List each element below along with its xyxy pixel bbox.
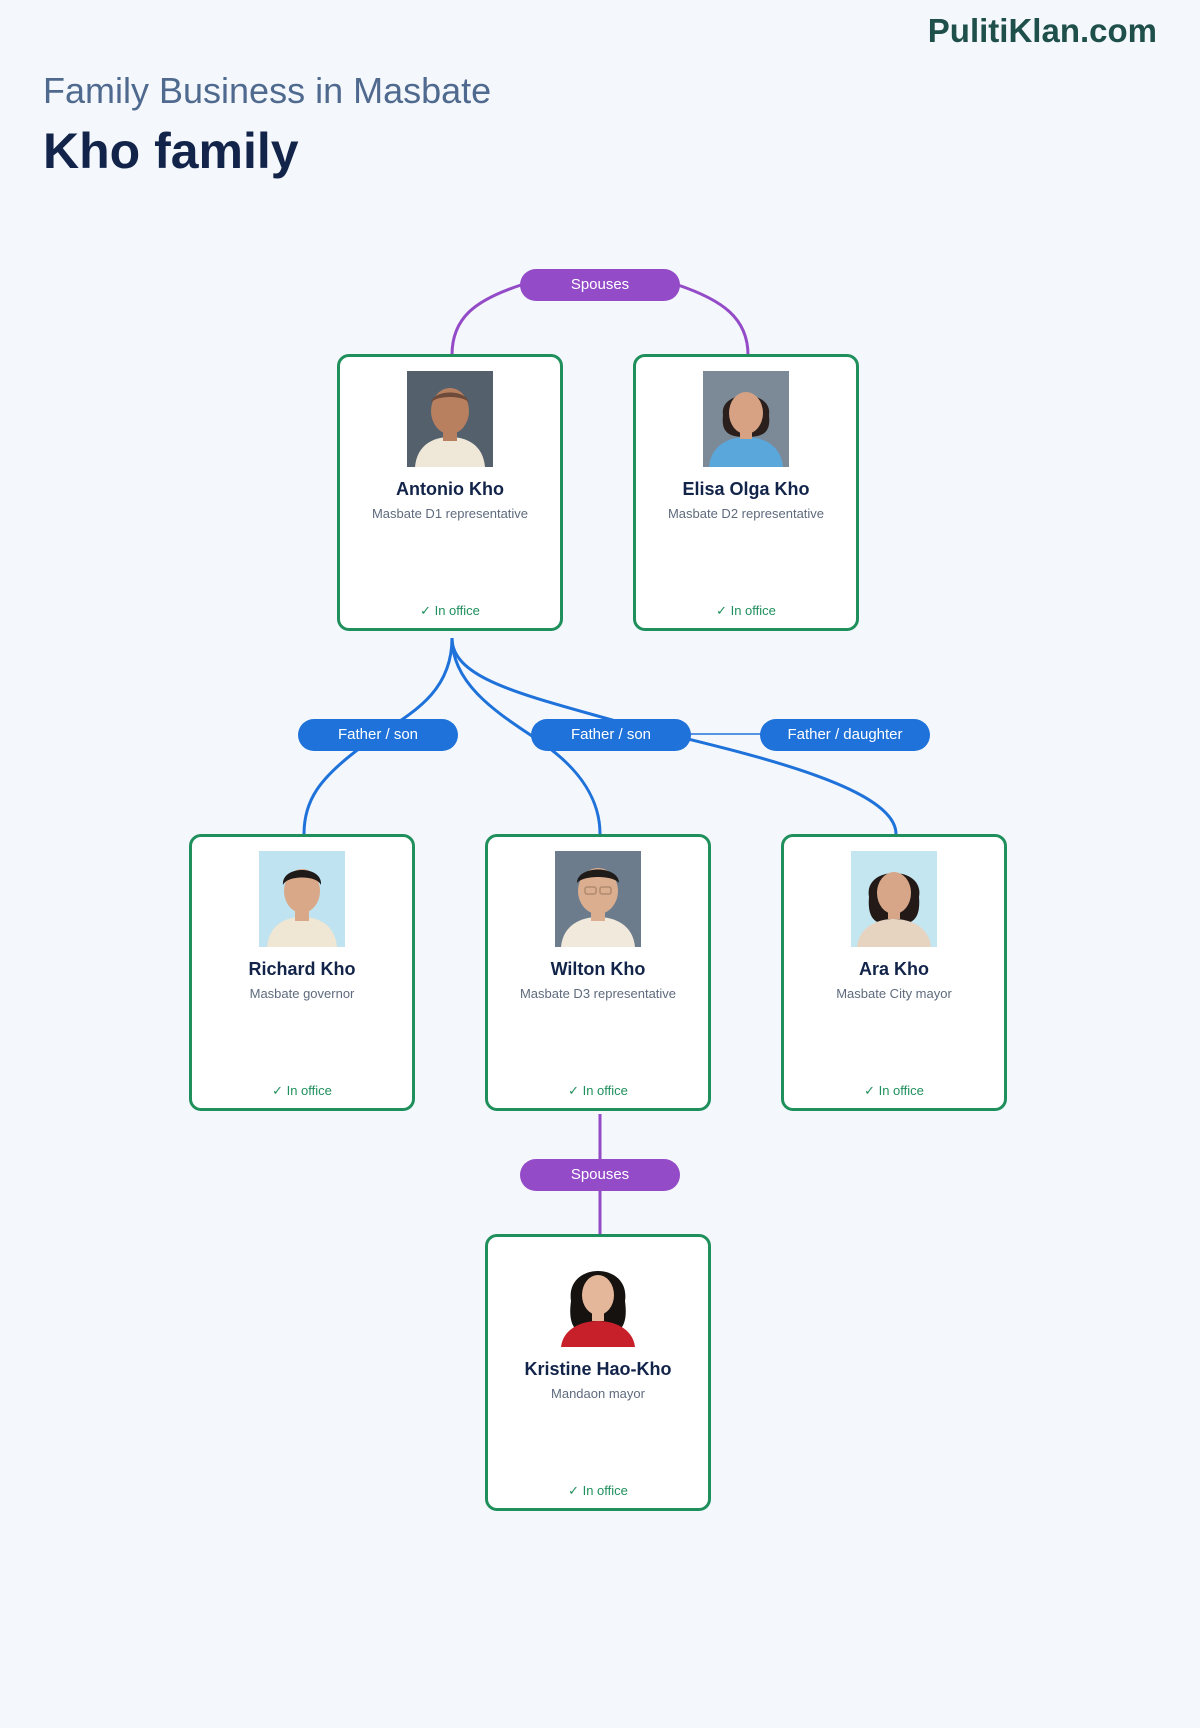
- person-role: Masbate D3 representative: [519, 986, 677, 1001]
- relation-label-father-son-richard: Father / son: [298, 719, 458, 751]
- person-card-kristine-hao-kho[interactable]: Kristine Hao-Kho Mandaon mayor ✓ In offi…: [485, 1234, 711, 1511]
- person-role: Masbate D1 representative: [371, 506, 529, 521]
- relation-label-spouses-bottom: Spouses: [520, 1159, 680, 1191]
- status-badge: ✓ In office: [272, 1083, 332, 1098]
- page-subtitle: Family Business in Masbate: [43, 70, 492, 111]
- status-badge: ✓ In office: [716, 603, 776, 618]
- relation-label-father-son-wilton: Father / son: [531, 719, 691, 751]
- person-role: Masbate D2 representative: [667, 506, 825, 521]
- person-role: Masbate governor: [249, 986, 355, 1001]
- status-badge: ✓ In office: [864, 1083, 924, 1098]
- person-name: Kristine Hao-Kho: [524, 1359, 672, 1379]
- person-name: Richard Kho: [248, 959, 356, 979]
- page-title: Kho family: [43, 123, 299, 179]
- person-card-antonio-kho[interactable]: Antonio Kho Masbate D1 representative ✓ …: [337, 354, 563, 631]
- spouse-connector-top-right: [677, 283, 750, 356]
- status-badge: ✓ In office: [568, 1083, 628, 1098]
- portrait-photo: [555, 851, 641, 947]
- brand-logo[interactable]: PulitiKlan.com: [927, 12, 1157, 49]
- relation-label-father-daughter-ara: Father / daughter: [760, 719, 930, 751]
- relation-label-spouses-top: Spouses: [520, 269, 680, 301]
- portrait-photo: [703, 371, 789, 467]
- person-role: Masbate City mayor: [836, 986, 952, 1001]
- person-role: Mandaon mayor: [551, 1386, 645, 1401]
- person-name: Ara Kho: [858, 959, 929, 979]
- portrait-photo: [555, 1251, 641, 1347]
- person-name: Wilton Kho: [550, 959, 646, 979]
- portrait-photo: [407, 371, 493, 467]
- person-card-wilton-kho[interactable]: Wilton Kho Masbate D3 representative ✓ I…: [485, 834, 711, 1111]
- person-card-richard-kho[interactable]: Richard Kho Masbate governor ✓ In office: [189, 834, 415, 1111]
- status-badge: ✓ In office: [568, 1483, 628, 1498]
- person-name: Antonio Kho: [396, 479, 504, 499]
- person-card-ara-kho[interactable]: Ara Kho Masbate City mayor ✓ In office: [781, 834, 1007, 1111]
- portrait-photo: [259, 851, 345, 947]
- person-card-elisa-olga-kho[interactable]: Elisa Olga Kho Masbate D2 representative…: [633, 354, 859, 631]
- portrait-photo: [851, 851, 937, 947]
- spouse-connector-top-left: [450, 283, 522, 356]
- status-badge: ✓ In office: [420, 603, 480, 618]
- person-name: Elisa Olga Kho: [682, 479, 810, 499]
